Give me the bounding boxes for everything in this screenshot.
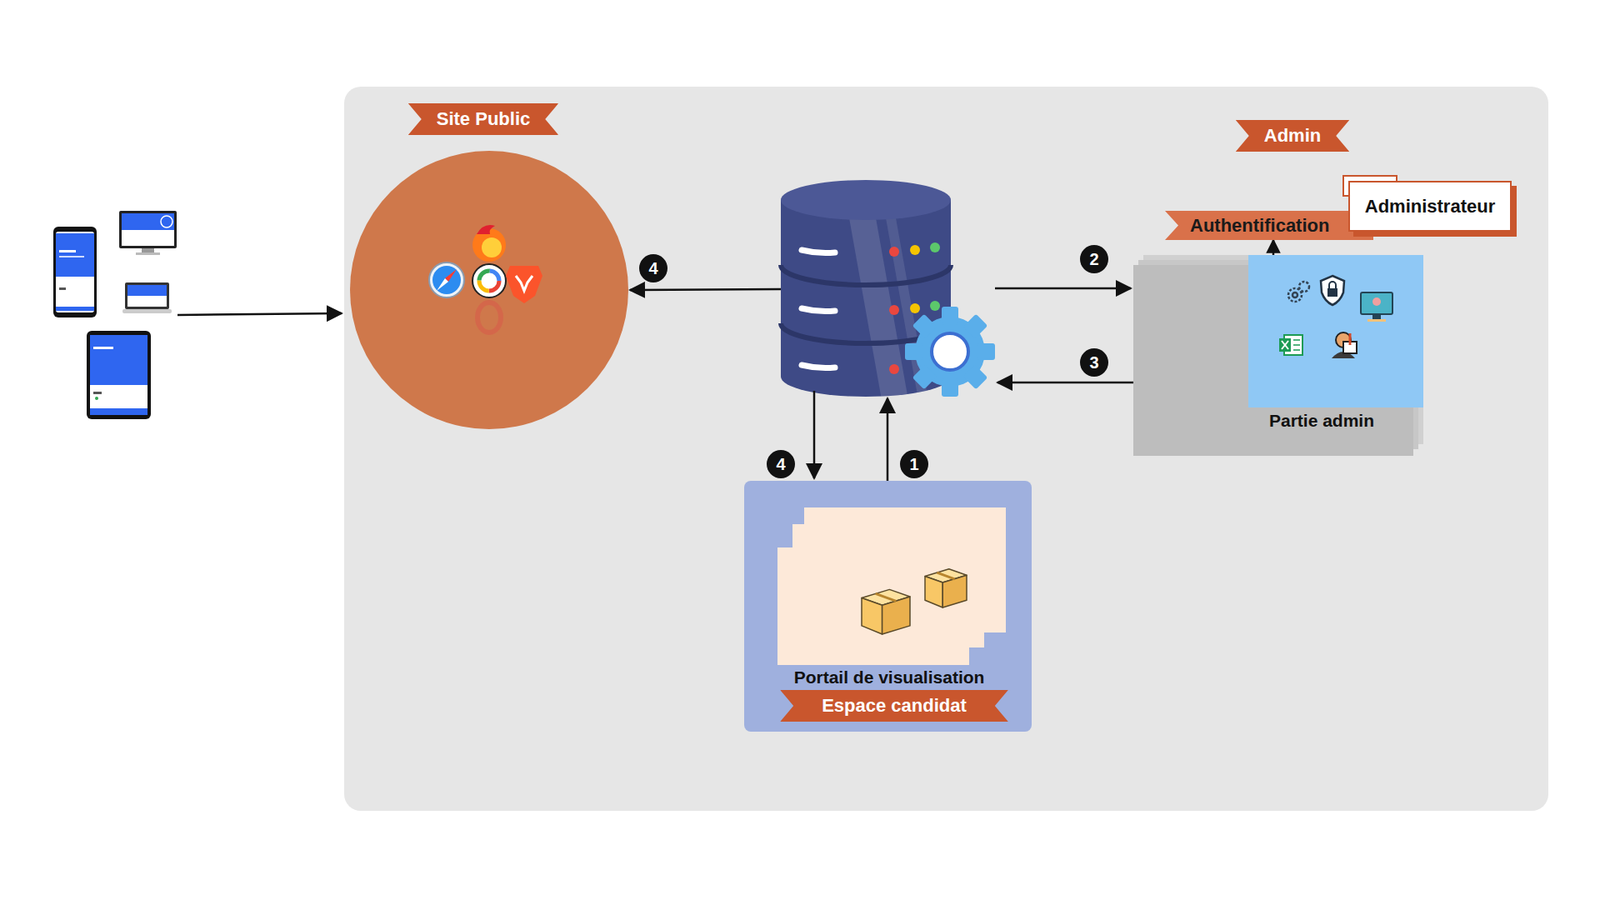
section-ribbon: Admin [1235,120,1350,152]
candidate-space-box: Portail de visualisationEspace candidat [744,480,1032,732]
auth-band: Authentification [1165,210,1374,240]
callout-number: 1 [900,450,929,479]
settings-icon [1288,281,1310,302]
device-illustration [53,210,342,420]
admin-panel-stack: Partie admin [1133,255,1424,456]
spreadsheet-icon [1279,335,1303,355]
safari-icon [429,262,465,298]
section-ribbon: Espace candidat [780,690,1009,722]
callout-number: 2 [1080,245,1109,274]
shield-icon [1320,275,1345,305]
connector-arrow [1272,240,1275,255]
main-panel [344,86,1549,811]
box-icon [925,569,967,608]
callout-number: 3 [1080,348,1109,377]
operator-icon [1331,332,1357,359]
public-site-circle: Site Public [350,150,629,430]
role-text: Administrateur [1365,195,1495,218]
database-icon [780,166,995,400]
box-icon [861,589,910,635]
band-text: Authentification [1190,215,1330,236]
portal-caption: Portail de visualisation [794,666,985,689]
opera-icon [477,302,501,333]
callout-number: 4 [639,254,668,283]
callout-number: 4 [766,450,795,479]
brave-icon [505,265,543,304]
chrome-icon [472,264,506,298]
panel-caption: Partie admin [1269,410,1375,432]
firefox-icon [472,225,506,262]
monitor-icon [1360,292,1393,322]
role-box: Administrateur [1348,180,1512,232]
section-ribbon: Site Public [408,103,559,135]
ribbon-text: Admin [1264,125,1321,146]
browser-circle [350,150,629,430]
flow-arrows [630,288,1134,481]
